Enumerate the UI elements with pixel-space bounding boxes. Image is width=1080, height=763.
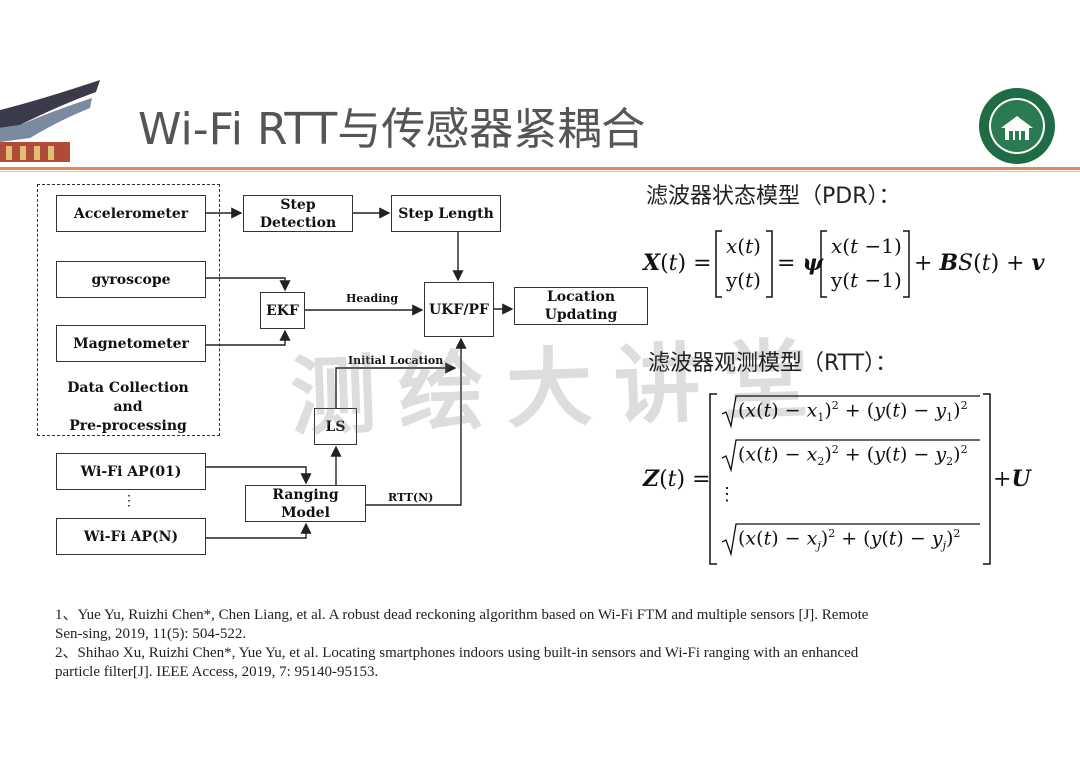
- obs-bracket: [709, 393, 991, 565]
- step-detection-box: Step Detection: [243, 195, 353, 232]
- data-collection-line-1: Data Collection: [67, 380, 189, 396]
- initial-location-label: Initial Location: [348, 354, 444, 367]
- reference-1: 1、Yue Yu, Ruizhi Chen*, Chen Liang, et a…: [55, 607, 869, 642]
- step-length-box: Step Length: [391, 195, 501, 232]
- ls-box: LS: [314, 408, 357, 445]
- obs-model-heading: 滤波器观测模型（RTT）：: [648, 351, 898, 376]
- header-rule-thin: [0, 171, 1080, 172]
- data-collection-label: Data Collection and Pre-processing: [60, 379, 196, 436]
- ukf-pf-box: UKF/PF: [424, 282, 494, 337]
- data-collection-line-2: and: [113, 399, 143, 415]
- pagoda-roof-image: [0, 80, 100, 162]
- state-prev-x: x(t −1): [831, 234, 902, 258]
- arrow-apn-ranging: [206, 522, 312, 539]
- arrow-rtt-ukf: [366, 337, 467, 506]
- ap-ellipsis: ⋮: [122, 493, 136, 509]
- rtt-n-label: RTT(N): [388, 491, 434, 504]
- wifi-ap-01-box: Wi-Fi AP(01): [56, 453, 206, 490]
- ekf-box: EKF: [260, 292, 305, 329]
- heading-label: Heading: [346, 292, 399, 305]
- state-rhs: + BS(t) + v: [914, 250, 1045, 276]
- state-bracket-2: [820, 230, 910, 298]
- state-vec-y: y(t): [726, 268, 761, 292]
- data-collection-line-3: Pre-processing: [69, 418, 187, 434]
- university-logo: [979, 88, 1055, 164]
- state-bracket-1: [715, 230, 773, 298]
- location-updating-line-1: Location: [546, 289, 616, 305]
- state-psi: = ψ: [777, 250, 824, 276]
- arrow-mag-ekf: [206, 329, 291, 346]
- arrow-ls-initial: [335, 362, 457, 408]
- obs-lhs: Z(t) =: [643, 466, 711, 492]
- gyroscope-box: gyroscope: [56, 261, 206, 298]
- location-updating-line-2: Updating: [544, 307, 618, 323]
- obs-vdots: ⋮: [718, 484, 736, 505]
- magnetometer-box: Magnetometer: [56, 325, 206, 362]
- obs-row-j: (x(t) − xj)2 + (y(t) − yj)2: [738, 527, 961, 553]
- obs-row-2: (x(t) − x2)2 + (y(t) − y2)2: [738, 443, 968, 469]
- location-updating-box: Location Updating: [514, 287, 648, 325]
- arrow-ap01-ranging: [206, 466, 312, 485]
- header-rule: [0, 167, 1080, 170]
- state-model-heading: 滤波器状态模型（PDR）：: [646, 184, 901, 209]
- arrow-gyro-ekf: [206, 277, 291, 292]
- state-lhs: X(t) =: [643, 250, 712, 276]
- obs-row-1: (x(t) − x1)2 + (y(t) − y1)2: [738, 399, 968, 425]
- reference-2: 2、Shihao Xu, Ruizhi Chen*, Yue Yu, et al…: [55, 645, 859, 680]
- state-prev-y: y(t −1): [831, 268, 902, 292]
- data-collection-group: [37, 184, 220, 436]
- accelerometer-box: Accelerometer: [56, 195, 206, 232]
- page-title: Wi-Fi RTT与传感器紧耦合: [138, 104, 646, 155]
- wifi-ap-n-box: Wi-Fi AP(N): [56, 518, 206, 555]
- ranging-model-box: Ranging Model: [245, 485, 366, 522]
- obs-rhs: +U: [993, 466, 1031, 492]
- state-vec-x: x(t): [726, 234, 761, 258]
